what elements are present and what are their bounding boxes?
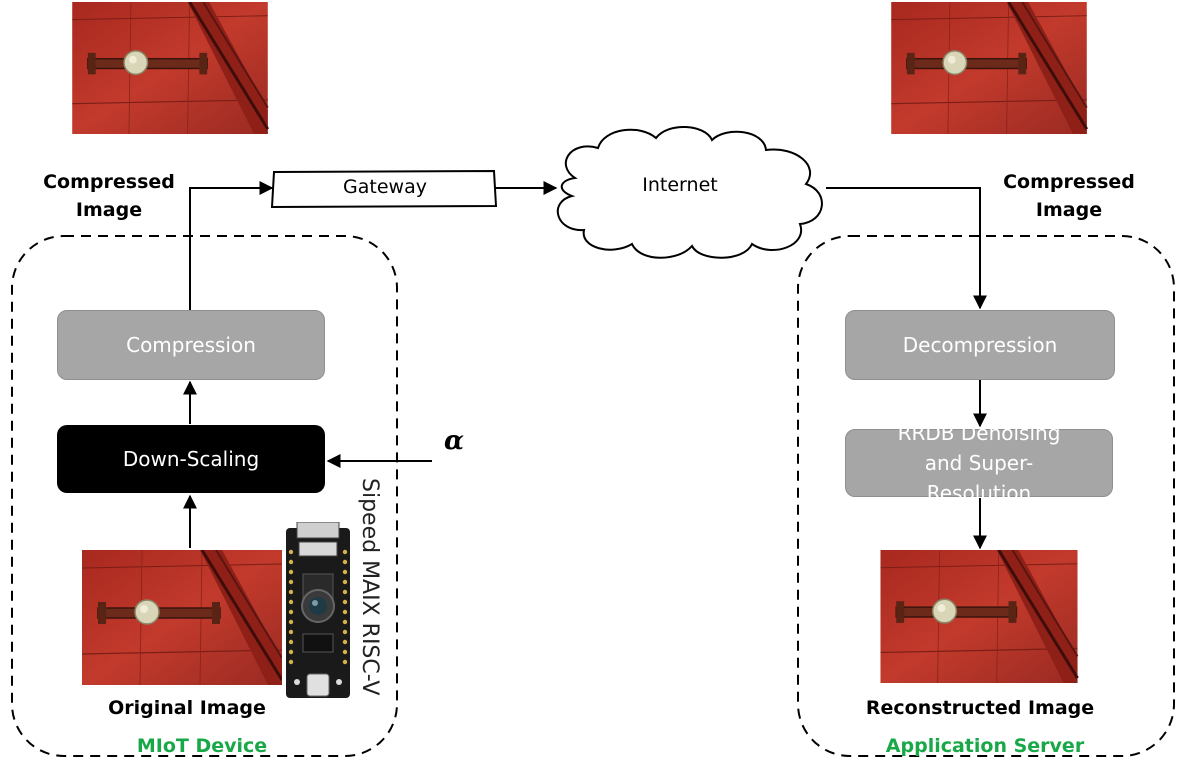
risc-v-board: [286, 522, 350, 698]
down-scaling-box: Down-Scaling: [57, 425, 325, 493]
alpha-parameter: α: [444, 426, 465, 456]
application-server-boundary: [797, 235, 1175, 757]
gateway-box: [270, 169, 498, 209]
miot-device-label: MIoT Device: [136, 735, 268, 757]
board-label: Sipeed MAIX RISC-V: [357, 478, 382, 696]
compressed-image-label-left: Compressed Image: [43, 171, 175, 221]
reconstructed-image-label: Reconstructed Image: [865, 697, 1095, 719]
rrdb-box: RRDB Denoising and Super-Resolution: [845, 421, 1113, 505]
compressed-image-label-right: Compressed Image: [1003, 171, 1135, 221]
compressed-image-left: [70, 2, 270, 134]
original-image: [82, 550, 282, 685]
application-server-label: Application Server: [885, 735, 1085, 757]
internet-label: Internet: [642, 174, 718, 196]
decompression-box: Decompression: [845, 310, 1115, 380]
cloud-icon: [556, 125, 823, 259]
reconstructed-image: [879, 550, 1079, 683]
original-image-label: Original Image: [108, 697, 266, 719]
compression-box: Compression: [57, 310, 325, 380]
miot-device-boundary: [11, 235, 398, 757]
gateway-label: Gateway: [343, 176, 427, 198]
compressed-image-right: [889, 2, 1089, 134]
